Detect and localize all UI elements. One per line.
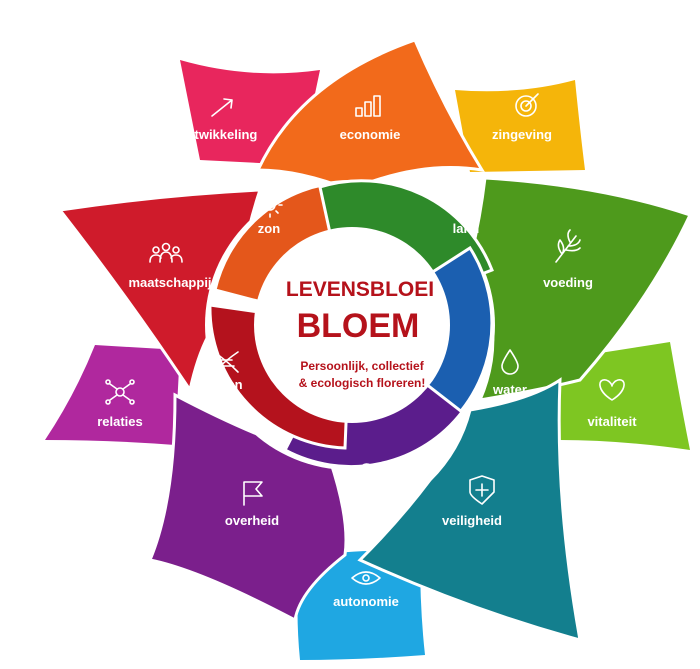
petal-label: relaties xyxy=(97,414,143,429)
petal-maatschappij: maatschappij xyxy=(57,188,263,394)
petal-label: voeding xyxy=(543,275,593,290)
dna-icon xyxy=(213,351,239,373)
center-circle: LEVENSBLOEI BLOEM Persoonlijk, collectie… xyxy=(254,227,450,423)
cloud-icon xyxy=(353,463,382,479)
petal-label: overheid xyxy=(225,513,279,528)
ring-label: lucht xyxy=(351,488,383,503)
petal-label: veiligheid xyxy=(442,513,502,528)
wheat-icon xyxy=(555,229,581,263)
petal-relaties: relaties xyxy=(45,345,180,445)
petal-label: autonomie xyxy=(333,594,399,609)
target-icon xyxy=(515,93,539,117)
petal-label: vitaliteit xyxy=(587,414,637,429)
ring-label: water xyxy=(492,382,527,397)
petal-zingeving: zingeving xyxy=(455,80,585,172)
title-line2: BLOEM xyxy=(297,307,420,345)
flag-icon xyxy=(243,481,263,506)
bar-chart-icon xyxy=(355,95,381,117)
ring-label: leven xyxy=(209,377,242,392)
petal-label: ontwikkeling xyxy=(179,127,258,142)
petal-veiligheid: veiligheid xyxy=(357,377,582,643)
tree-icon xyxy=(453,188,479,215)
petal-label: maatschappij xyxy=(128,275,211,290)
network-icon xyxy=(105,379,135,405)
people-icon xyxy=(149,242,183,263)
petal-autonomie: autonomie xyxy=(297,551,425,660)
trend-arrow-icon xyxy=(211,98,233,117)
title-line1: LEVENSBLOEI xyxy=(286,278,434,301)
eye-icon xyxy=(351,571,381,585)
ring-label: zon xyxy=(258,221,280,236)
ring-label: land xyxy=(453,221,480,236)
subtitle-line1: Persoonlijk, collectief xyxy=(300,359,424,373)
petal-label: zingeving xyxy=(492,127,552,142)
petal-label: economie xyxy=(340,127,401,142)
shield-plus-icon xyxy=(469,475,495,505)
sun-icon xyxy=(257,192,283,218)
subtitle-line2: & ecologisch floreren! xyxy=(299,376,426,390)
drop-icon xyxy=(501,349,519,375)
heart-icon xyxy=(599,379,625,401)
